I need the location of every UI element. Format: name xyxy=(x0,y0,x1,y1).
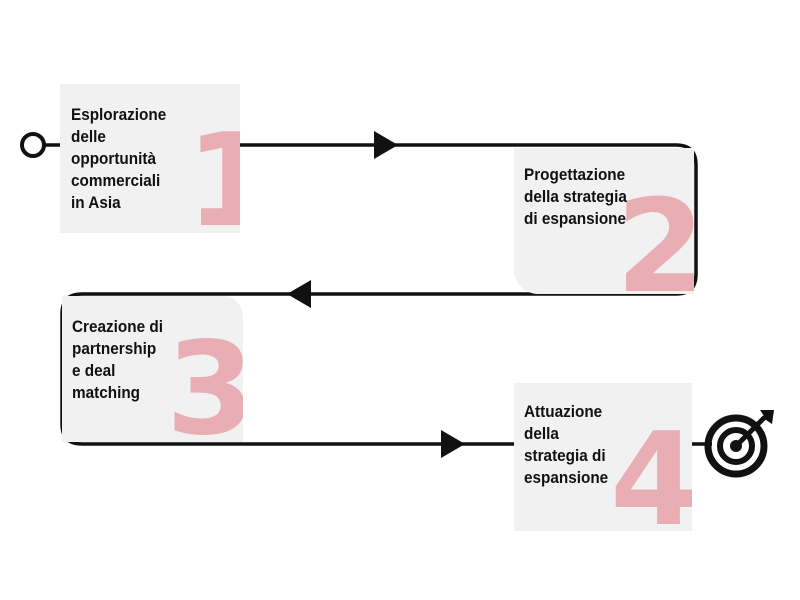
step-label-4: Attuazione della strategia di espansione xyxy=(524,402,609,487)
step-number-4: 4 xyxy=(610,406,692,532)
step-number-3: 3 xyxy=(166,315,243,443)
step-card-3: 3 Creazione di partnership e deal matchi… xyxy=(62,296,243,442)
step-label-2: Progettazione della strategia di espansi… xyxy=(524,165,627,228)
step-number-2: 2 xyxy=(616,173,694,295)
step-card-1: 1 Esplorazione delle opportunità commerc… xyxy=(60,84,240,233)
target-icon xyxy=(704,410,774,478)
step-number-1: 1 xyxy=(186,107,240,234)
arrowhead-icon xyxy=(287,280,311,308)
arrowhead-icon xyxy=(374,131,398,159)
step-label-1: Esplorazione delle opportunità commercia… xyxy=(71,105,167,212)
arrowhead-icon xyxy=(441,430,465,458)
start-circle-icon xyxy=(20,132,46,158)
step-card-2: 2 Progettazione della strategia di espan… xyxy=(514,148,694,294)
step-card-4: 4 Attuazione della strategia di espansio… xyxy=(514,383,692,531)
step-label-3: Creazione di partnership e deal matching xyxy=(72,317,163,402)
